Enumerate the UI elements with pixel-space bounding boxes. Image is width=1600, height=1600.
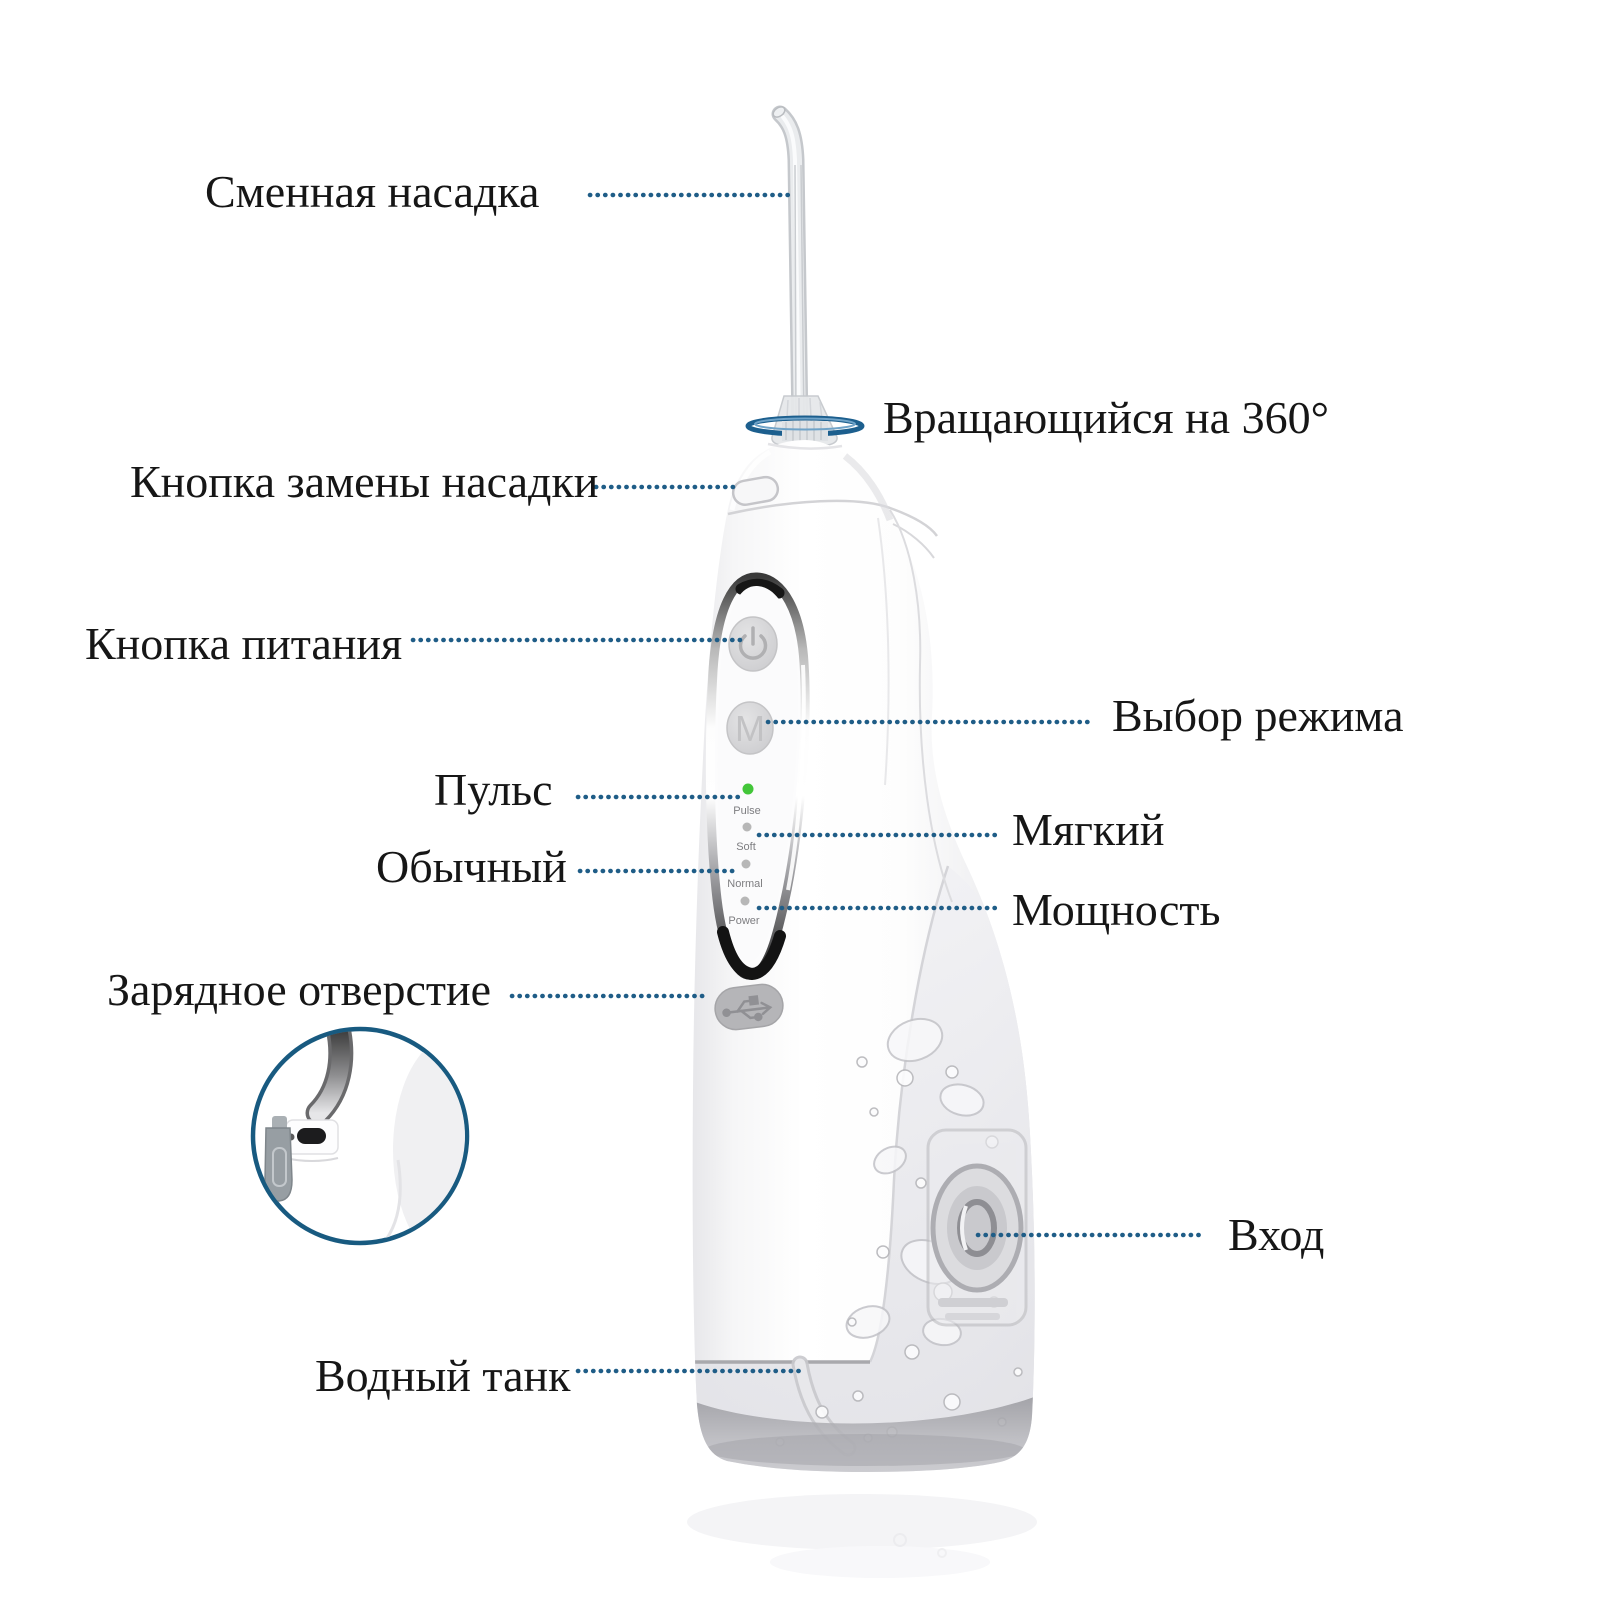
collar-ribs [785, 421, 822, 441]
mode-button-letter: M [735, 708, 765, 749]
leader-lines [410, 192, 1208, 1374]
label-replaceable-nozzle: Сменная насадка [205, 166, 540, 217]
device-mode-button: M [726, 701, 774, 755]
label-charging-port: Зарядное отверстие [107, 964, 492, 1015]
label-water-tank: Водный танк [315, 1350, 571, 1401]
panel-chrome-top [735, 578, 785, 599]
control-panel [705, 572, 810, 981]
label-normal: Обычный [376, 841, 567, 892]
label-pulse: Пульс [434, 764, 553, 815]
led-label-soft: Soft [736, 841, 756, 853]
label-power-button: Кнопка питания [85, 618, 403, 669]
label-nozzle-replace-button: Кнопка замены насадки [130, 456, 599, 507]
charging-port-inset [250, 1026, 470, 1246]
body-seams [727, 449, 953, 903]
inset-body-shading [393, 1035, 465, 1241]
nozzle-release-button [731, 475, 780, 506]
panel-chrome-bottom [717, 926, 786, 981]
inset-chrome-strip [309, 1031, 350, 1122]
floor-reflection [687, 1494, 1037, 1578]
water-tank [692, 865, 1035, 1472]
label-rotating-360: Вращающийся на 360° [883, 392, 1329, 443]
power-icon [738, 626, 768, 660]
inset-usbc-port [297, 1128, 326, 1144]
label-power-mode: Мощность [1012, 884, 1221, 935]
label-soft: Мягкий [1012, 804, 1165, 855]
led-power [740, 896, 750, 906]
water-inlet-valve [926, 1128, 1028, 1327]
led-label-power: Power [728, 915, 760, 927]
mode-indicator-leds: Pulse Soft Normal Power [727, 783, 763, 927]
rotation-ring-highlight [754, 417, 856, 431]
led-label-normal: Normal [727, 878, 762, 890]
led-pulse [742, 783, 754, 795]
nozzle [771, 105, 838, 446]
usb-icon [722, 995, 773, 1022]
led-normal [741, 859, 751, 869]
device-power-button [728, 616, 778, 672]
label-mode-select: Выбор режима [1112, 690, 1404, 741]
nozzle-socket-line [767, 442, 843, 450]
charging-port-cover [714, 983, 784, 1031]
led-label-pulse: Pulse [733, 805, 761, 817]
inset-port-flap [264, 1116, 293, 1202]
label-inlet: Вход [1228, 1209, 1325, 1260]
led-soft [742, 822, 752, 832]
